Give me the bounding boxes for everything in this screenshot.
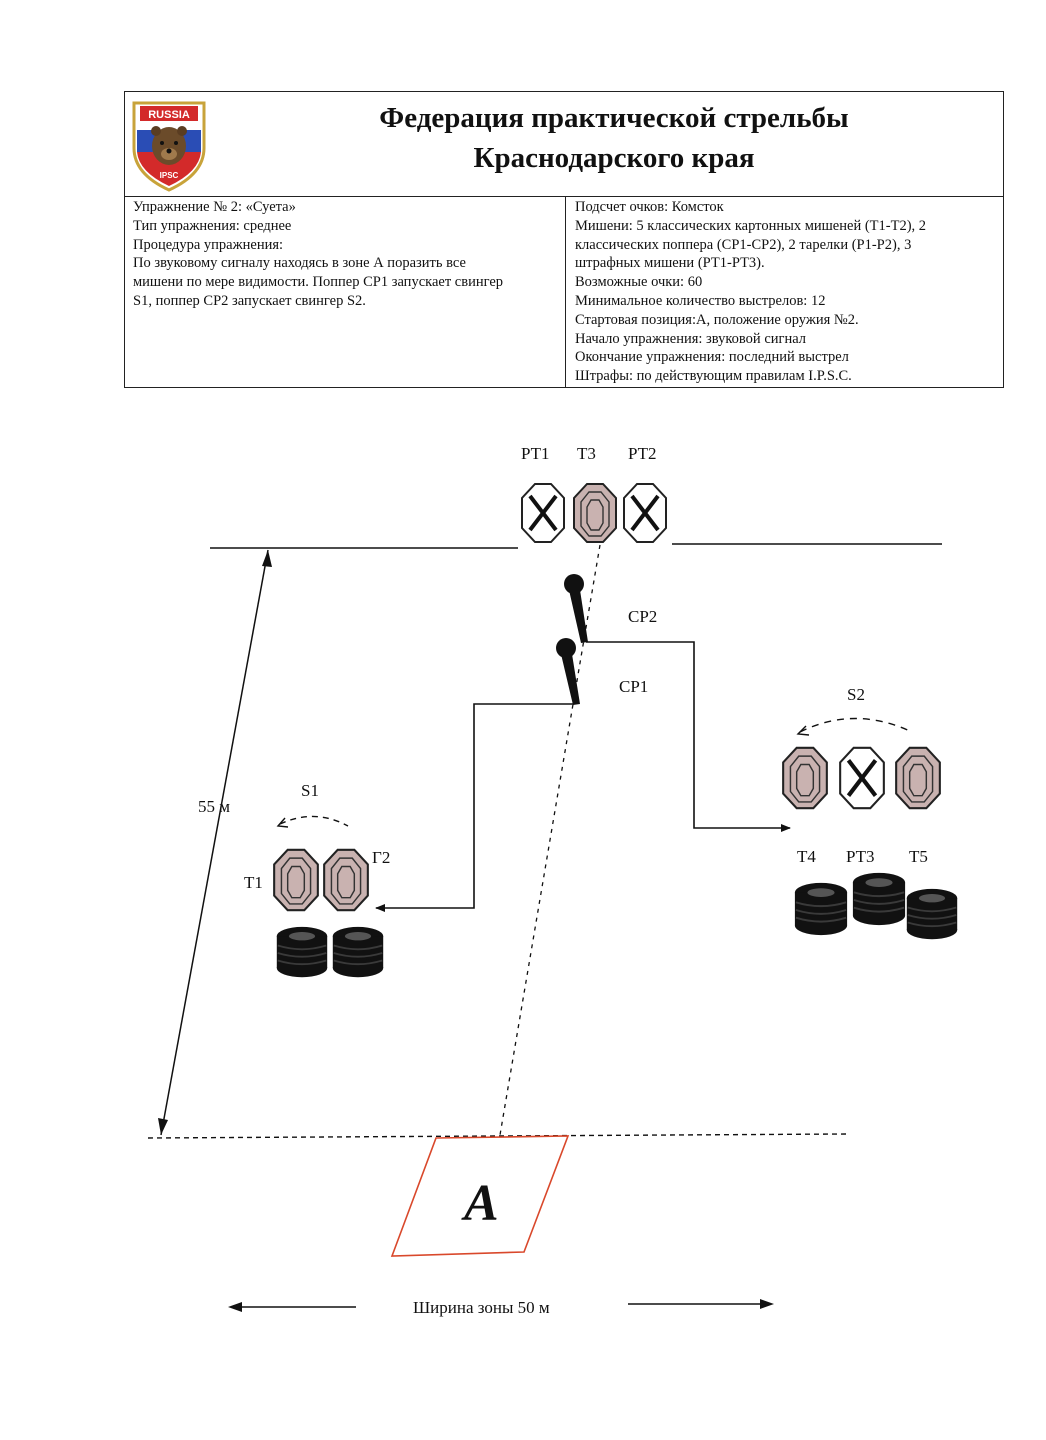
column-divider bbox=[565, 197, 566, 387]
title-line-1: Федерация практической стрельбы bbox=[379, 102, 849, 134]
info-right-line: Подсчет очков: Комсток bbox=[575, 199, 724, 215]
target-t3 bbox=[573, 483, 617, 543]
info-right-line: Возможные очки: 60 bbox=[575, 274, 703, 291]
info-left-line: мишени по мере видимости. Поппер СР1 зап… bbox=[133, 274, 504, 291]
popper-cp2 bbox=[564, 574, 588, 643]
label-t3: Т3 bbox=[577, 444, 596, 463]
info-right-line: Минимальное количество выстрелов: 12 bbox=[575, 292, 826, 309]
svg-text:IPSC: IPSC bbox=[160, 171, 179, 180]
info-right-line: Начало упражнения: звуковой сигнал bbox=[575, 330, 807, 347]
info-right-line: штрафных мишени (РТ1-РТ3). bbox=[575, 255, 765, 272]
info-left-line: Упражнение № 2: «Суета» bbox=[133, 199, 296, 215]
start-zone-a bbox=[390, 1135, 570, 1257]
label-pt3: РТ3 bbox=[846, 847, 875, 866]
activation-line-cp2 bbox=[586, 641, 791, 832]
stage-description: Упражнение № 2: «Суета» Тип упражнения: … bbox=[133, 198, 561, 311]
info-right-line: Окончание упражнения: последний выстрел bbox=[575, 349, 849, 366]
label-t4: Т4 bbox=[797, 847, 816, 866]
svg-text:RUSSIA: RUSSIA bbox=[148, 109, 190, 121]
label-width: Ширина зоны 50 м bbox=[413, 1298, 550, 1317]
label-pt2: РТ2 bbox=[628, 444, 657, 463]
label-distance: 55 м bbox=[198, 797, 230, 816]
tire-t1 bbox=[275, 925, 329, 979]
info-left-line: S1, поппер СР2 запускает свингер S2. bbox=[133, 292, 366, 309]
stage-parameters: Подсчет очков: Комсток Мишени: 5 классич… bbox=[575, 198, 1000, 386]
label-cp1: СР1 bbox=[619, 677, 648, 696]
stage-header: RUSSIA IPSC Федерация практической стрел… bbox=[124, 91, 1004, 388]
info-left-line: Тип упражнения: среднее bbox=[133, 217, 292, 234]
info-right-line: Мишени: 5 классических картонных мишеней… bbox=[575, 217, 927, 234]
page-title: Федерация практической стрельбы Краснода… bbox=[245, 98, 983, 178]
title-line-2: Краснодарского края bbox=[473, 142, 755, 174]
info-right-line: Штрафы: по действующим правилам I.P.S.C. bbox=[575, 368, 852, 385]
swing-arrow-s2 bbox=[796, 725, 810, 736]
label-cp2: СР2 bbox=[628, 607, 657, 626]
penalty-target-s2 bbox=[840, 748, 884, 808]
penalty-target-pt1 bbox=[520, 482, 566, 544]
label-pt1: РТ1 bbox=[521, 444, 550, 463]
info-left-line: Процедура упражнения: bbox=[133, 236, 284, 253]
label-s1: S1 bbox=[301, 781, 319, 800]
label-t2: Г2 bbox=[372, 848, 390, 867]
info-right-line: Стартовая позиция:А, положение оружия №2… bbox=[575, 311, 859, 328]
label-t1: Т1 bbox=[244, 873, 263, 892]
label-s2: S2 bbox=[847, 685, 865, 704]
info-left-line: По звуковому сигналу находясь в зоне А п… bbox=[133, 255, 466, 272]
line-of-sight bbox=[499, 544, 601, 1136]
title-row: RUSSIA IPSC Федерация практической стрел… bbox=[125, 92, 1003, 197]
target-s2-right bbox=[895, 746, 941, 810]
ipsc-russia-logo: RUSSIA IPSC bbox=[132, 101, 206, 192]
activation-line-cp1 bbox=[375, 703, 574, 912]
distance-arrow-bottom bbox=[158, 1118, 168, 1135]
distance-arrow-top bbox=[262, 550, 272, 567]
target-t1 bbox=[273, 848, 319, 912]
swing-path-s1 bbox=[279, 815, 349, 827]
distance-line bbox=[160, 549, 269, 1136]
tire-pt3 bbox=[851, 871, 907, 927]
target-t2 bbox=[323, 848, 369, 912]
label-t5: Т5 bbox=[909, 847, 928, 866]
popper-cp1 bbox=[556, 638, 580, 705]
label-zone-a: А bbox=[461, 1175, 499, 1232]
width-arrow-left bbox=[228, 1302, 242, 1312]
swing-path-s2 bbox=[799, 717, 913, 733]
target-s2-left bbox=[782, 746, 828, 810]
width-arrow-right bbox=[760, 1299, 774, 1309]
info-right-line: классических поппера (СР1-СР2), 2 тарелк… bbox=[575, 236, 912, 253]
penalty-target-pt2 bbox=[622, 482, 668, 544]
swing-arrow-s1 bbox=[276, 817, 289, 828]
tire-t5 bbox=[905, 887, 959, 941]
tire-t4 bbox=[793, 881, 849, 937]
tire-t2 bbox=[331, 925, 385, 979]
